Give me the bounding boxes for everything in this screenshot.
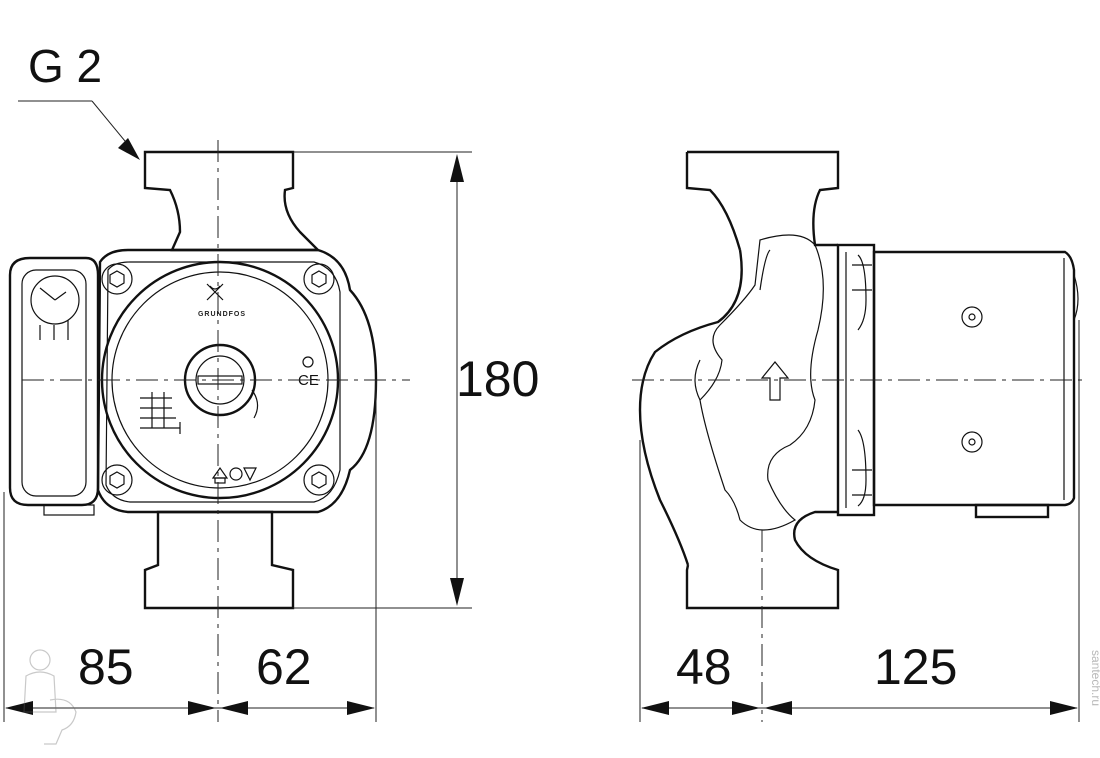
front-pump-body bbox=[96, 248, 378, 514]
motor-screw-bottom bbox=[961, 431, 983, 453]
motor-foot bbox=[974, 503, 1050, 519]
bolt-top-right bbox=[303, 263, 335, 295]
motor-screw-top bbox=[961, 306, 983, 328]
motor-flange-detail bbox=[845, 252, 867, 508]
side-width-dimensions: 48 125 bbox=[639, 320, 1080, 722]
flow-direction-arrow-icon bbox=[760, 361, 790, 401]
terminal-box-foot bbox=[43, 504, 95, 516]
side-left-width-value: 48 bbox=[676, 639, 732, 695]
side-bottom-flange bbox=[685, 510, 840, 610]
side-view bbox=[632, 150, 1082, 722]
side-cutaway-inner bbox=[694, 249, 771, 401]
watermark-text: santech.ru bbox=[1089, 650, 1100, 706]
speed-selector-pointer bbox=[39, 287, 67, 301]
front-bottom-flange bbox=[143, 510, 295, 610]
thread-callout: G 2 bbox=[18, 40, 140, 160]
ce-small-circle bbox=[302, 356, 314, 368]
terminal-marks bbox=[39, 320, 69, 340]
front-right-width-value: 62 bbox=[256, 639, 312, 695]
bolt-top-left bbox=[101, 263, 133, 295]
height-arrow-top bbox=[450, 154, 464, 182]
grundfos-logo-icon bbox=[206, 283, 224, 301]
vent-screw-inner bbox=[195, 355, 245, 405]
front-body-inner-outline bbox=[105, 261, 341, 503]
side-volute-outline bbox=[638, 249, 743, 566]
thread-label: G 2 bbox=[28, 40, 102, 92]
side-right-width-value: 125 bbox=[874, 639, 957, 695]
bolt-bottom-left bbox=[101, 464, 133, 496]
speed-selector-dial bbox=[30, 275, 80, 325]
front-view: GRUNDFOS CE bbox=[8, 140, 410, 722]
motor-housing-end bbox=[1063, 258, 1079, 500]
motor-flange-details-2 bbox=[852, 264, 872, 496]
height-dimension: 180 bbox=[293, 151, 539, 609]
front-top-flange bbox=[143, 150, 321, 252]
height-dimension-value: 180 bbox=[456, 351, 539, 407]
rotation-arrow bbox=[251, 389, 259, 419]
front-width-dimensions: 85 62 bbox=[3, 380, 377, 722]
side-top-flange bbox=[687, 150, 840, 247]
side-cutaway-contour bbox=[699, 234, 824, 531]
bolt-bottom-right bbox=[303, 464, 335, 496]
grundfos-logo: GRUNDFOS bbox=[198, 283, 246, 318]
terminal-box bbox=[8, 256, 100, 507]
terminal-box-inner bbox=[21, 269, 87, 497]
front-left-width-value: 85 bbox=[78, 639, 134, 695]
operating-symbols-icon bbox=[211, 466, 257, 484]
plumber-watermark-logo bbox=[23, 649, 77, 745]
thread-leader-arrowhead bbox=[118, 138, 140, 160]
grundfos-logo-text: GRUNDFOS bbox=[198, 311, 246, 318]
side-top-flange-left bbox=[685, 152, 742, 251]
setting-lines-icon bbox=[140, 392, 181, 434]
height-arrow-bottom bbox=[450, 578, 464, 606]
motor-housing bbox=[872, 250, 1076, 507]
